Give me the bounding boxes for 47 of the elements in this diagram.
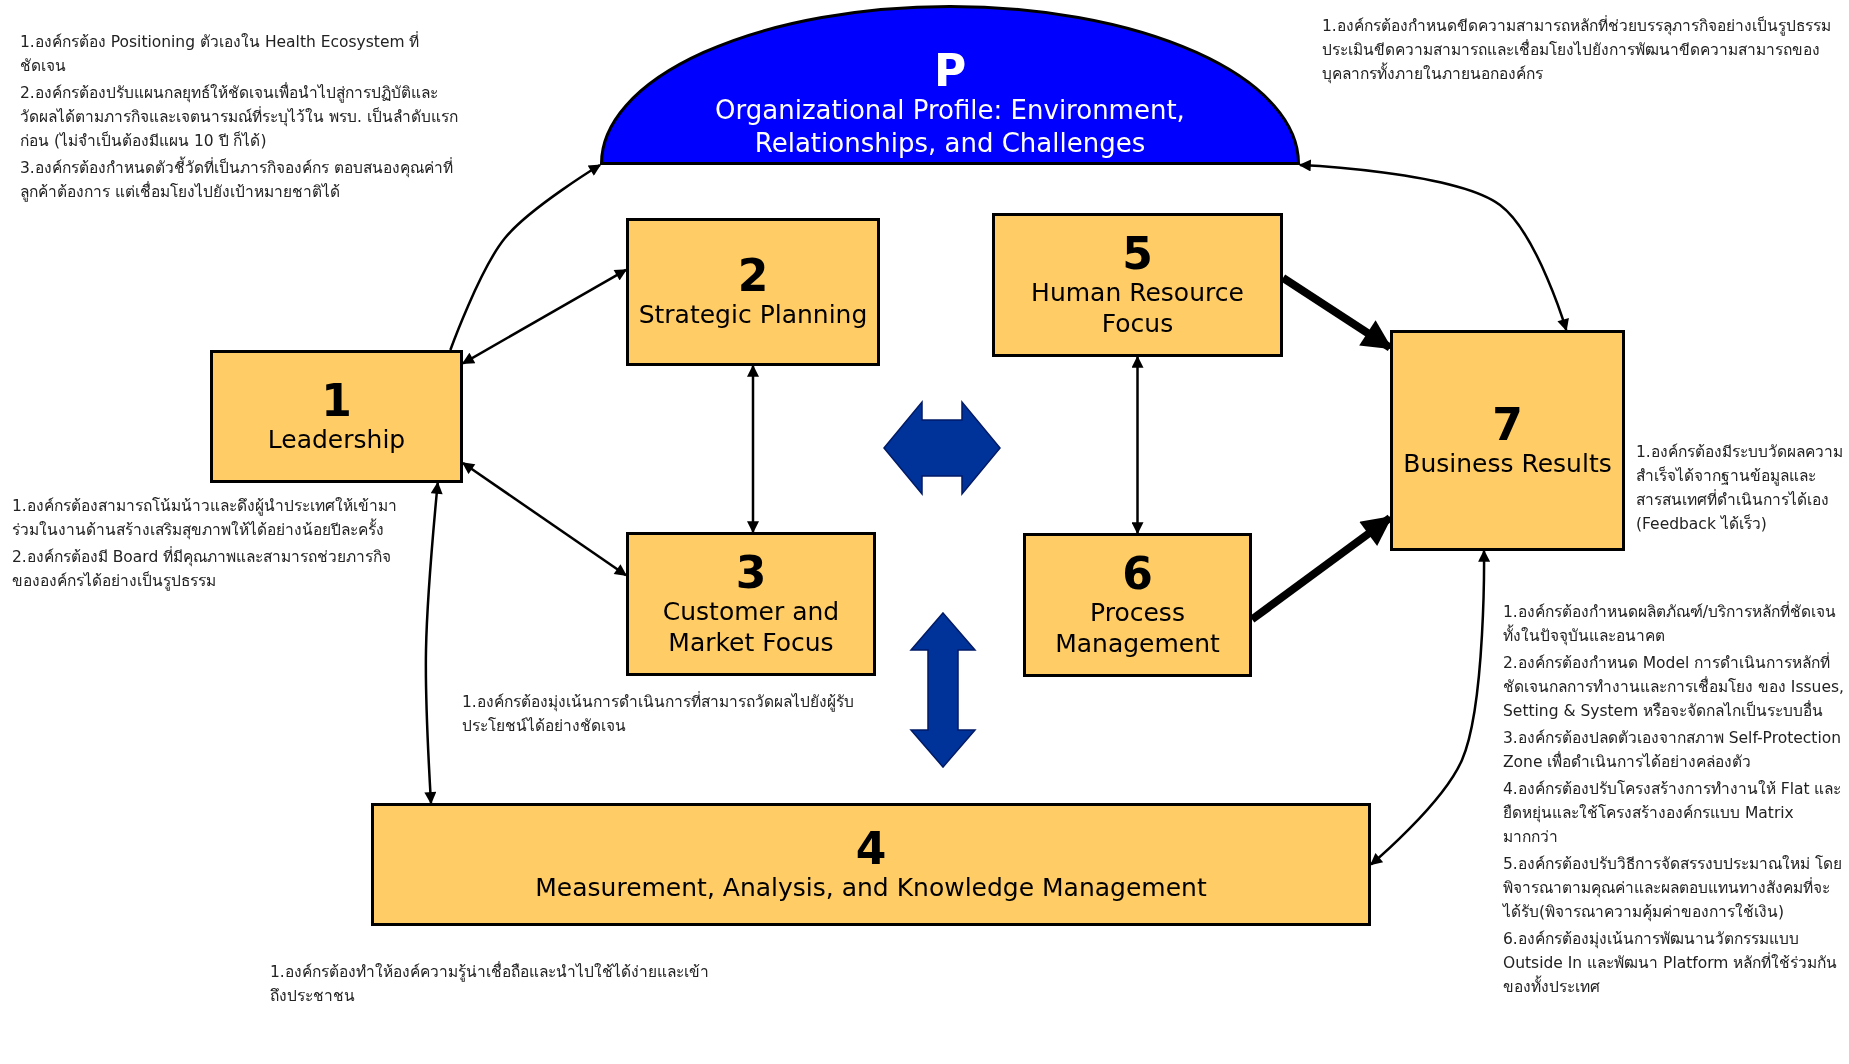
arrow (747, 364, 759, 534)
arrow (424, 481, 443, 805)
category-title: Organizational Profile: Environment, Relationships, and Challenges (714, 94, 1186, 159)
category-number: P (933, 47, 967, 94)
category-box (626, 218, 880, 366)
note-text: 3.องค์กรต้องกำหนดตัวชี้วัดที่เป็นภารกิจองค์กร ตอบสนองคุณค่าที่ลูกค้าต้องการ แต่เชื่อมโยงไปยังเป้าหมายชาติได้ (20, 156, 460, 205)
category-number: 7 (1492, 401, 1523, 448)
category-number: 5 (1122, 230, 1153, 277)
note-text: 1.องค์กรต้องกำหนดผลิตภัณฑ์/บริการหลักที่ชัดเจน ทั้งในปัจจุบันและอนาคต (1503, 600, 1837, 648)
note-text: 5.องค์กรต้องปรับวิธีการจัดสรรงบประมาณใหม่ โดยพิจารณาตามคุณค่าและผลตอบแทนทางสังคมที่จะได้รับ(พิจารณาความคุ้มค่าของการใช้เงิน) (1503, 854, 1843, 924)
category-box (210, 350, 463, 483)
category-number: 3 (735, 549, 767, 596)
arrow (1298, 159, 1569, 332)
note-text: 4.องค์กรต้องปรับโครงสร้างการทำงานให้ Flat และยืดหยุ่นและใช้โครงสร้างองค์กรแบบ Matrix มากกว่า (1503, 779, 1843, 849)
category-box (992, 213, 1283, 357)
dome-shape (600, 5, 1300, 165)
arrow (1370, 549, 1491, 866)
category-box (626, 532, 876, 676)
category-number: 4 (855, 825, 887, 872)
note-text: 1.องค์กรต้องกำหนดขีดความสามารถหลักที่ช่วยบรรลุภารกิจอย่างเป็นรูปธรรม ประเมินขีดความสามารถและเชื่อมโยงไปยังการพัฒนาขีดความสามารถของบุคลากรทั้งภายในภายนอกองค์กร (1322, 14, 1832, 86)
category-title: Leadership (267, 423, 406, 456)
note-text: 2.องค์กรต้องปรับแผนกลยุทธ์ให้ชัดเจนเพื่อนำไปสู่การปฏิบัติและวัดผลได้ตามภารกิจและเจตนารมณ์ที่ระบุไว้ใน พรบ. เป็นลำดับแรกก่อน (ไม่จำเป็นต้องมีแผน 10 ปี ก็ได้) (20, 81, 459, 153)
category-box (1023, 533, 1252, 677)
category-title: Measurement, Analysis, and Knowledge Management (535, 871, 1207, 904)
category-box (371, 803, 1371, 926)
note-text: 1.องค์กรต้องสามารถโน้มน้าวและดึงผู้นำประเทศให้เข้ามาร่วมในงานด้านสร้างเสริมสุขภาพให้ได้อย่างน้อยปีละครั้ง (12, 496, 398, 542)
note-text: 2.องค์กรต้องกำหนด Model การดำเนินการหลักที่ชัดเจนกลการทำงานและการเชื่อมโยง ของ Issues, Setting & System หรือจะจัดกลไกเป็นระบบอื่น (1503, 651, 1845, 723)
category-title: Customer and Market Focus (661, 595, 841, 659)
arrow (1131, 355, 1144, 535)
arrow (449, 163, 601, 351)
arrow (461, 268, 628, 365)
note-text: 1.องค์กรต้องมีระบบวัดผลความสำเร็จได้จากฐานข้อมูลและสารสนเทศที่ดำเนินการได้เอง (Feedback ได้เร็ว) (1636, 442, 1844, 536)
note-text: 1.องค์กรต้องทำให้องค์ความรู้น่าเชื่อถือและนำไปใช้ได้ง่ายและเข้าถึงประชาชน (270, 960, 710, 1007)
note-text: 1.องค์กรต้องมุ่งเน้นการดำเนินการที่สามารถวัดผลไปยังผู้รับประโยชน์ได้อย่างชัดเจน (462, 690, 855, 737)
category-title: Business Results (1403, 447, 1612, 480)
note-text: 3.องค์กรต้องปลดตัวเองจากสภาพ Self-Protection Zone เพื่อดำเนินการได้อย่างคล่องตัว (1503, 728, 1842, 774)
category-number: 6 (1122, 550, 1153, 597)
note-text: 2.องค์กรต้องมี Board ที่มีคุณภาพและสามารถช่วยภารกิจขององค์กรได้อย่างเป็นรูปธรรม (12, 545, 393, 593)
category-number: 1 (321, 377, 352, 424)
category-number: 2 (737, 253, 769, 300)
category-title: Human Resource Focus (1030, 276, 1245, 340)
arrow (462, 462, 627, 577)
note-text: 1.องค์กรต้อง Positioning ตัวเองใน Health Ecosystem ที่ชัดเจน (20, 30, 421, 77)
note-text: 6.องค์กรต้องมุ่งเน้นการพัฒนานวัตกรรมแบบ Outside In และพัฒนา Platform หลักที่ใช้ร่วมกันของทั้งประเทศ (1503, 929, 1839, 999)
category-box (1390, 330, 1625, 551)
category-title: Process Management (1054, 596, 1221, 660)
category-title: Strategic Planning (638, 299, 868, 331)
